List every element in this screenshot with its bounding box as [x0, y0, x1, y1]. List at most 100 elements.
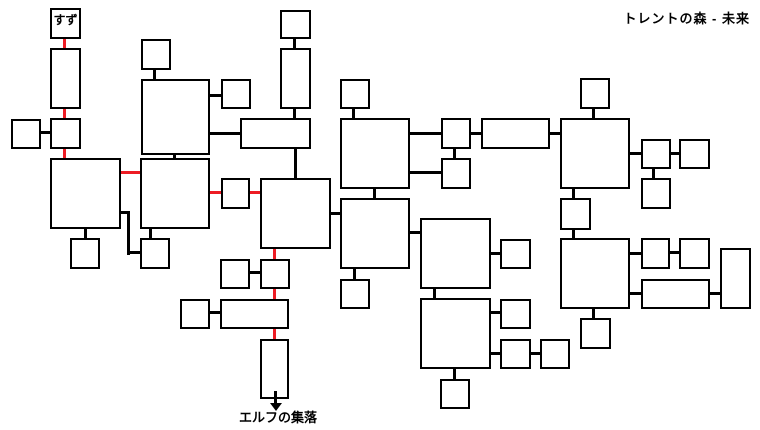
- map-room-22: [340, 79, 370, 109]
- map-room-34: [540, 339, 570, 369]
- map-path-31: [453, 367, 456, 380]
- map-path-29: [489, 352, 501, 355]
- map-room-36: [580, 78, 610, 109]
- map-room-15: [221, 178, 250, 209]
- map-path-15: [208, 311, 221, 314]
- map-event-path-7: [273, 247, 276, 260]
- map-event-path-4: [119, 171, 141, 174]
- map-room-11: [221, 79, 251, 109]
- map-room-47: [580, 318, 611, 349]
- map-path-20: [469, 132, 482, 135]
- map-room-18: [260, 259, 290, 289]
- map-room-9: [141, 39, 171, 70]
- south-exit-arrow-line: [274, 391, 277, 404]
- map-room-4: [50, 118, 81, 149]
- map-title: トレントの森 - 未来: [623, 11, 750, 26]
- map-path-34: [572, 228, 575, 239]
- map-path-16: [352, 107, 355, 119]
- map-room-2: [50, 48, 81, 109]
- map-room-23: [340, 118, 410, 189]
- map-path-14: [248, 271, 261, 274]
- map-path-35: [628, 152, 642, 155]
- map-path-36: [669, 152, 680, 155]
- map-path-23: [329, 212, 341, 215]
- map-path-10: [149, 227, 152, 239]
- map-room-38: [641, 139, 671, 169]
- map-room-28: [481, 118, 550, 149]
- map-room-29: [420, 218, 491, 289]
- map-room-43: [641, 238, 670, 269]
- map-path-6: [293, 38, 296, 49]
- map-room-31: [420, 298, 491, 369]
- map-room-39: [679, 139, 710, 169]
- map-room-44: [679, 238, 710, 269]
- map-path-12: [127, 211, 130, 255]
- map-path-1: [40, 131, 51, 134]
- map-room-6: [70, 238, 100, 269]
- map-room-24: [340, 198, 410, 269]
- map-room-13: [280, 10, 311, 39]
- map-path-4: [208, 94, 222, 97]
- map-room-32: [500, 299, 531, 329]
- map-room-37: [560, 118, 630, 189]
- map-path-32: [592, 108, 595, 119]
- map-event-path-1: [63, 37, 66, 50]
- map-path-7: [293, 107, 296, 119]
- map-room-5: [50, 158, 121, 229]
- map-path-22: [373, 187, 376, 199]
- map-room-19: [180, 299, 210, 329]
- map-path-38: [628, 252, 642, 255]
- map-path-3: [173, 152, 176, 160]
- map-path-8: [294, 147, 297, 179]
- map-room-21: [260, 339, 289, 399]
- map-room-40: [641, 178, 671, 209]
- map-room-46: [720, 248, 751, 309]
- south-exit-arrow-icon: [270, 403, 282, 411]
- map-room-20: [220, 299, 289, 329]
- map-path-11: [119, 211, 130, 214]
- map-path-42: [592, 308, 595, 319]
- map-room-1: [50, 8, 81, 39]
- map-path-33: [572, 187, 575, 199]
- map-room-41: [560, 198, 591, 230]
- map-room-8: [140, 158, 210, 229]
- map-path-37: [652, 167, 655, 179]
- start-room-label: すず: [53, 13, 78, 27]
- south-exit-label: エルフの集落: [238, 410, 317, 425]
- map-path-17: [408, 132, 442, 135]
- map-path-27: [433, 287, 436, 299]
- map-path-26: [353, 267, 356, 280]
- map-path-39: [668, 251, 680, 254]
- map-path-5: [208, 132, 241, 135]
- map-path-28: [489, 311, 501, 314]
- map-path-13: [127, 251, 141, 254]
- map-room-25: [340, 279, 370, 309]
- map-event-path-8: [273, 287, 276, 300]
- map-event-path-3: [63, 147, 66, 160]
- map-room-10: [141, 79, 210, 155]
- map-path-21: [548, 132, 561, 135]
- map-event-path-5: [208, 191, 222, 194]
- map-room-7: [140, 238, 170, 269]
- map-room-3: [11, 119, 41, 149]
- map-path-19: [453, 147, 456, 159]
- map-room-35: [440, 379, 470, 409]
- map-path-40: [628, 292, 642, 295]
- map-path-25: [489, 252, 501, 255]
- map-room-12: [240, 118, 311, 149]
- map-path-30: [529, 352, 541, 355]
- map-room-45: [641, 279, 710, 309]
- map-room-17: [220, 259, 250, 289]
- map-room-27: [441, 158, 471, 189]
- map-event-path-6: [248, 191, 261, 194]
- map-event-path-9: [273, 327, 276, 340]
- map-room-33: [500, 339, 531, 369]
- map-room-26: [441, 118, 471, 149]
- map-room-42: [560, 238, 630, 309]
- map-path-24: [408, 231, 421, 234]
- map-room-14: [280, 48, 311, 109]
- map-room-30: [500, 239, 531, 269]
- map-path-41: [708, 292, 721, 295]
- map-path-2: [153, 68, 156, 80]
